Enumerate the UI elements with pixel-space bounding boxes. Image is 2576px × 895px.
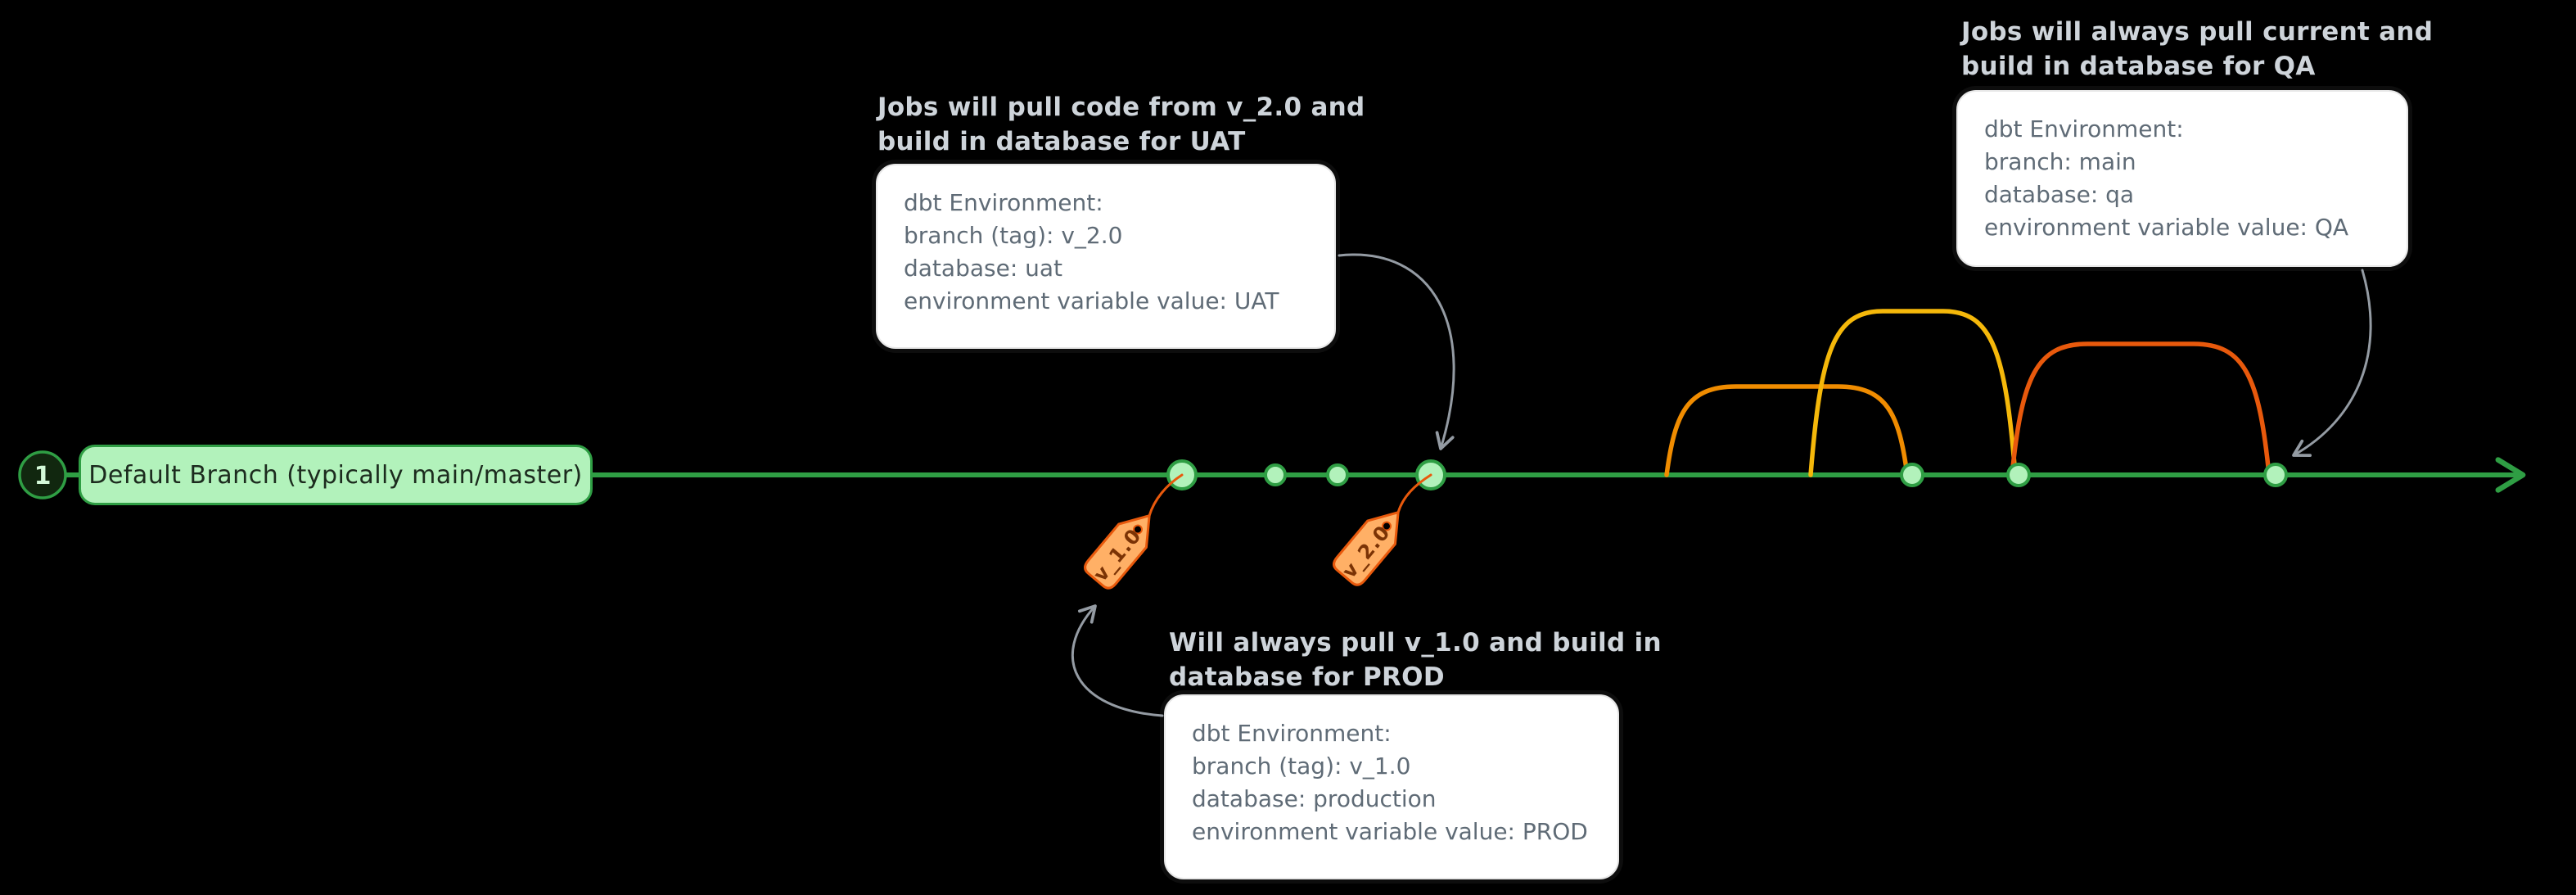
prod-line-env-var: environment variable value: PROD	[1192, 818, 1588, 845]
prod-line-branch: branch (tag): v_1.0	[1192, 753, 1411, 780]
prod-line-database: database: production	[1192, 785, 1437, 812]
step-1-number: 1	[34, 462, 52, 490]
commit-dot	[1900, 463, 1924, 487]
prod-callout: dbt Environment: branch (tag): v_1.0 dat…	[1164, 694, 1619, 879]
commit-dot	[2006, 463, 2031, 487]
tag-v2-shape	[1333, 511, 1400, 586]
tag-v1: v_1.0	[1084, 514, 1151, 590]
tag-v1-hole	[1132, 524, 1143, 535]
qa-line-environment: dbt Environment:	[1984, 115, 2184, 142]
tag-string-v1	[1148, 473, 1184, 518]
uat-callout: dbt Environment: branch (tag): v_2.0 dat…	[876, 164, 1336, 349]
feature-branch-arch-1	[1664, 384, 1910, 477]
default-branch-label: Default Branch (typically main/master)	[79, 445, 593, 505]
qa-heading: Jobs will always pull current and build …	[1961, 17, 2434, 81]
tag-v2: v_2.0	[1333, 511, 1400, 586]
uat-heading: Jobs will pull code from v_2.0 and build…	[877, 93, 1365, 156]
prod-pointer-arrow	[1071, 604, 1164, 717]
uat-pointer-arrow	[1338, 253, 1455, 450]
prod-heading: Will always pull v_1.0 and build in data…	[1169, 628, 1662, 692]
tag-v1-shape	[1084, 514, 1151, 590]
uat-line-env-var: environment variable value: UAT	[904, 287, 1279, 314]
commit-dot	[1264, 463, 1287, 486]
tag-v2-hole	[1381, 521, 1392, 531]
commit-dot	[2263, 463, 2288, 487]
prod-line-environment: dbt Environment:	[1192, 720, 1392, 747]
commit-dot	[1326, 463, 1349, 486]
tag-string-v2	[1396, 473, 1432, 514]
qa-line-database: database: qa	[1984, 181, 2135, 208]
qa-callout: dbt Environment: branch: main database: …	[1956, 90, 2408, 267]
qa-pointer-arrow	[2292, 269, 2372, 457]
qa-line-branch: branch: main	[1984, 148, 2136, 175]
feature-branch-arch-3	[2010, 341, 2271, 477]
uat-line-database: database: uat	[904, 255, 1063, 282]
uat-line-branch: branch (tag): v_2.0	[904, 222, 1123, 249]
qa-line-env-var: environment variable value: QA	[1984, 214, 2349, 241]
feature-branch-arch-2	[1808, 309, 2018, 477]
uat-line-environment: dbt Environment:	[904, 189, 1103, 216]
step-1-marker	[18, 450, 67, 499]
